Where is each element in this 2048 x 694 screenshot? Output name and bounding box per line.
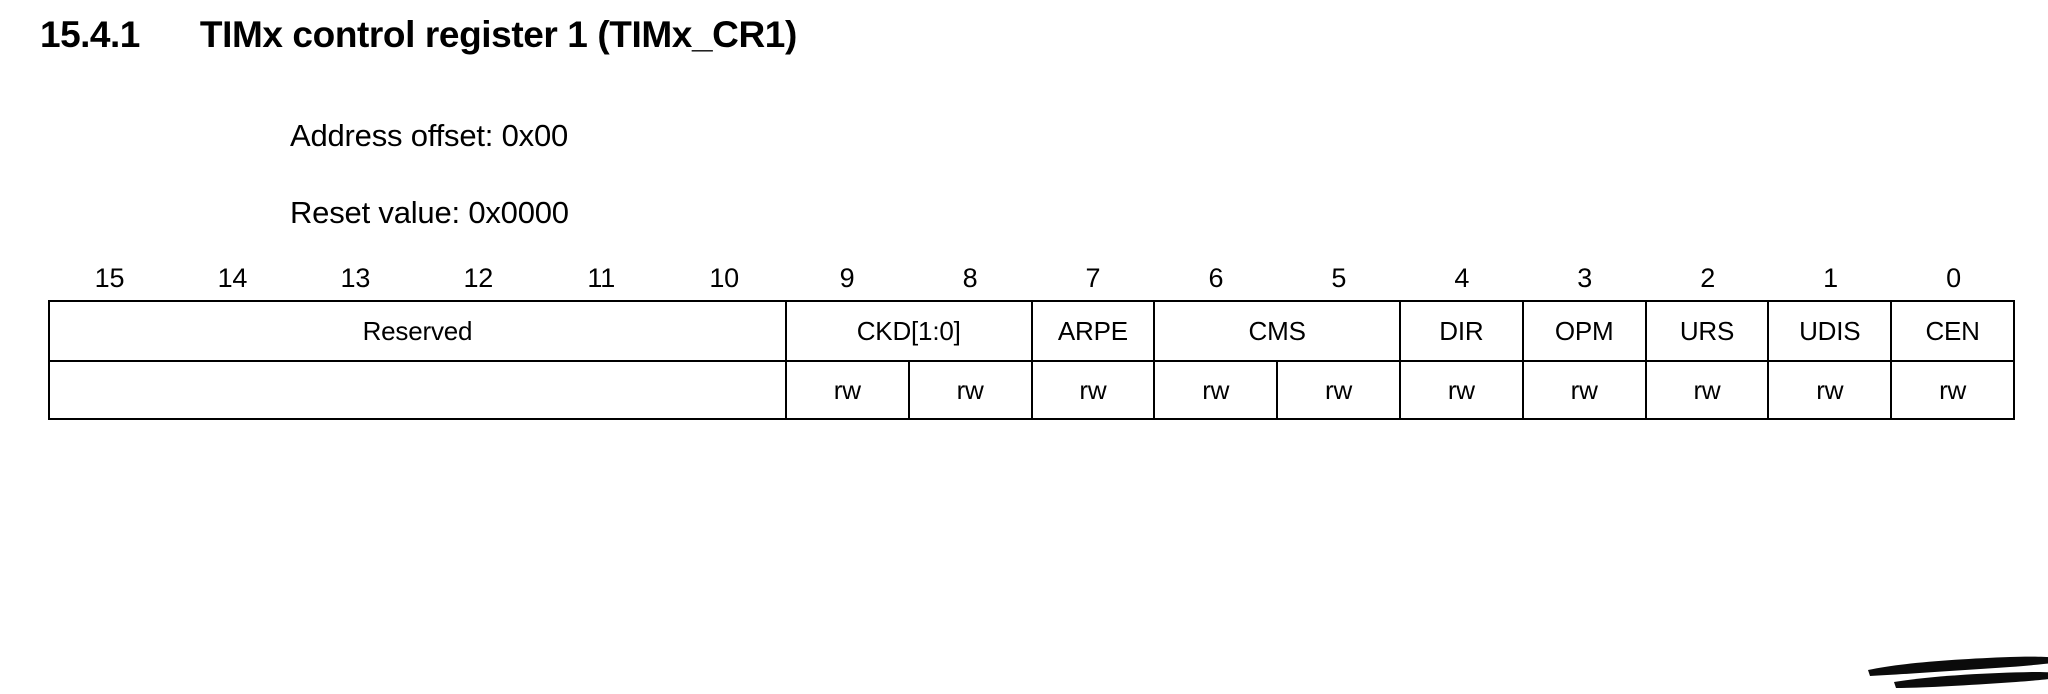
page-title: TIMx control register 1 (TIMx_CR1): [199, 14, 797, 55]
bit-index-5: 5: [1331, 263, 1347, 293]
hand-drawn-underline-annotation: [1868, 656, 2048, 688]
reset-value-text: Reset value: 0x0000: [290, 195, 569, 230]
field-cell-dir: DIR: [1398, 300, 1524, 362]
bit-index-7: 7: [1085, 263, 1101, 293]
bit-index-12: 12: [463, 263, 494, 293]
access-cell-rw: rw: [1890, 360, 2015, 420]
bit-index-11: 11: [587, 263, 616, 293]
access-cell-rw: rw: [1153, 360, 1279, 420]
access-cell-rw: rw: [1767, 360, 1893, 420]
field-cell-urs: URS: [1644, 300, 1770, 362]
access-cell-rw: rw: [784, 360, 910, 420]
field-cell-cms: CMS: [1153, 300, 1401, 362]
page-heading: 15.4.1 TIMx control register 1 (TIMx_CR1…: [40, 14, 797, 56]
bit-index-0: 0: [1946, 263, 1961, 293]
field-cell-arpe: ARPE: [1030, 300, 1156, 362]
bit-index-3: 3: [1577, 263, 1593, 293]
address-offset-text: Address offset: 0x00: [290, 118, 569, 153]
access-cell-rw: rw: [1644, 360, 1770, 420]
field-cell-ckd-1-0: CKD[1:0]: [784, 300, 1033, 362]
access-cell-rw: rw: [907, 360, 1033, 420]
access-cell-rw: rw: [1521, 360, 1647, 420]
bit-index-2: 2: [1700, 263, 1716, 293]
bit-index-9: 9: [839, 263, 855, 293]
bit-index-10: 10: [709, 263, 739, 293]
access-cell-rw: rw: [1276, 360, 1401, 420]
access-cell-rw: rw: [1398, 360, 1524, 420]
bit-index-14: 14: [217, 263, 248, 293]
field-cell-opm: OPM: [1521, 300, 1647, 362]
field-cell-reserved: Reserved: [48, 300, 787, 362]
bit-index-6: 6: [1208, 263, 1224, 293]
bit-index-1: 1: [1823, 263, 1838, 293]
access-cell-blank: [48, 360, 787, 420]
access-cell-rw: rw: [1030, 360, 1156, 420]
bit-index-8: 8: [962, 263, 978, 293]
field-cell-cen: CEN: [1890, 300, 2015, 362]
bit-index-15: 15: [94, 263, 125, 293]
section-number: 15.4.1: [40, 14, 140, 55]
bit-index-13: 13: [340, 263, 371, 293]
field-cell-udis: UDIS: [1767, 300, 1893, 362]
bit-index-4: 4: [1454, 263, 1470, 293]
